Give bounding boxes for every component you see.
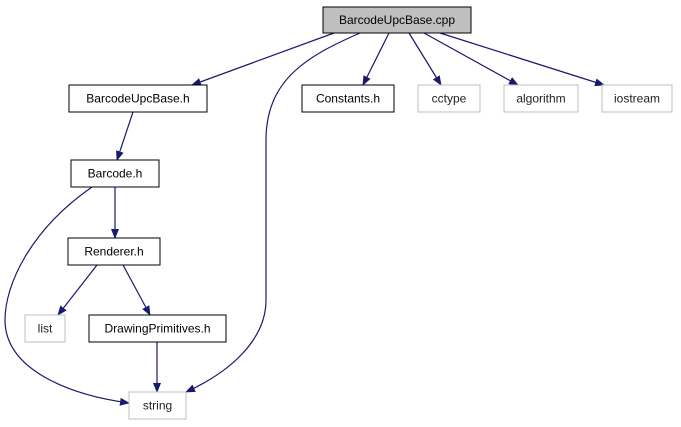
node-label: Barcode.h xyxy=(88,167,143,181)
edges-layer xyxy=(4,32,605,406)
node-label: BarcodeUpcBase.h xyxy=(86,92,189,106)
node-renderer_h[interactable]: Renderer.h xyxy=(67,237,161,266)
node-label: algorithm xyxy=(516,92,565,106)
node-box xyxy=(88,314,227,343)
node-root[interactable]: BarcodeUpcBase.cpp xyxy=(322,6,472,34)
node-list: list xyxy=(24,314,66,343)
edge-renderer_h-to-drawing_h xyxy=(122,264,151,316)
node-box xyxy=(70,159,160,188)
node-label: Renderer.h xyxy=(84,245,143,259)
node-label: cctype xyxy=(432,92,467,106)
edge-upcbase_h-to-barcode_h xyxy=(116,111,134,161)
edge-root-to-string xyxy=(185,32,361,393)
node-label: list xyxy=(38,322,53,336)
node-upcbase_h[interactable]: BarcodeUpcBase.h xyxy=(68,84,208,113)
node-box xyxy=(128,391,187,420)
node-cctype: cctype xyxy=(417,84,481,113)
edge-root-to-upcbase_h xyxy=(191,32,335,86)
node-drawing_h[interactable]: DrawingPrimitives.h xyxy=(88,314,227,343)
node-label: Constants.h xyxy=(316,92,380,106)
node-label: DrawingPrimitives.h xyxy=(104,322,210,336)
node-label: iostream xyxy=(614,92,660,106)
edge-root-to-constants_h xyxy=(362,32,390,86)
node-box xyxy=(24,314,66,343)
node-string: string xyxy=(128,391,187,420)
node-box xyxy=(67,237,161,266)
edge-root-to-algorithm xyxy=(423,32,519,86)
node-box xyxy=(68,84,208,113)
edge-barcode_h-to-string xyxy=(4,186,130,406)
edge-renderer_h-to-list xyxy=(57,264,98,316)
node-box xyxy=(503,84,579,113)
edge-root-to-cctype xyxy=(408,32,442,86)
node-constants_h[interactable]: Constants.h xyxy=(301,84,395,113)
node-label: string xyxy=(143,399,172,413)
node-label: BarcodeUpcBase.cpp xyxy=(339,13,455,27)
node-box xyxy=(322,6,472,34)
node-algorithm: algorithm xyxy=(503,84,579,113)
node-iostream: iostream xyxy=(601,84,673,113)
node-barcode_h[interactable]: Barcode.h xyxy=(70,159,160,188)
node-box xyxy=(601,84,673,113)
node-box xyxy=(301,84,395,113)
node-box xyxy=(417,84,481,113)
edge-root-to-iostream xyxy=(439,32,605,87)
